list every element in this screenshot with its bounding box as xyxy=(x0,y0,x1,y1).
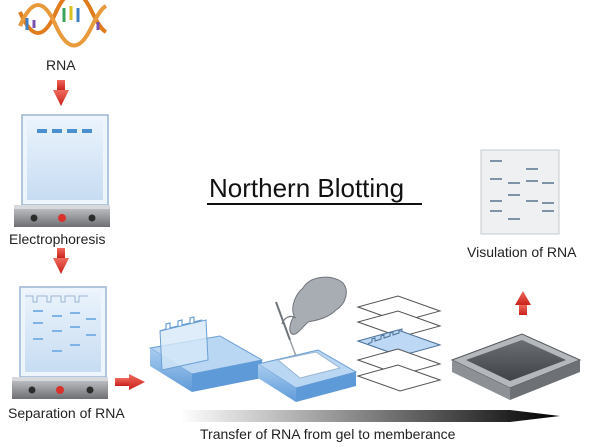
separation-label: Separation of RNA xyxy=(8,405,125,421)
red-arrow-icon xyxy=(53,80,69,106)
process-arrow-icon xyxy=(180,410,560,422)
diagram-title: Northern Blotting xyxy=(209,173,405,203)
red-arrow-icon xyxy=(53,248,69,274)
electrophoresis-unit-icon xyxy=(12,286,108,399)
gel-tray-icon xyxy=(148,316,264,392)
membrane-stack-icon xyxy=(356,295,442,392)
electrophoresis-label: Electrophoresis xyxy=(9,231,106,247)
rna-label: RNA xyxy=(46,57,76,73)
transfer-label: Transfer of RNA from gel to memberance xyxy=(200,426,456,442)
blotting-box-icon xyxy=(450,333,582,400)
gloved-hand-icon xyxy=(256,276,358,402)
visualisation-label: Visulation of RNA xyxy=(467,244,577,260)
red-arrow-icon xyxy=(515,291,531,315)
red-arrow-icon xyxy=(115,374,145,390)
blot-result-icon xyxy=(480,149,560,235)
electrophoresis-unit-icon xyxy=(14,114,110,227)
dna-helix-icon xyxy=(18,0,108,48)
